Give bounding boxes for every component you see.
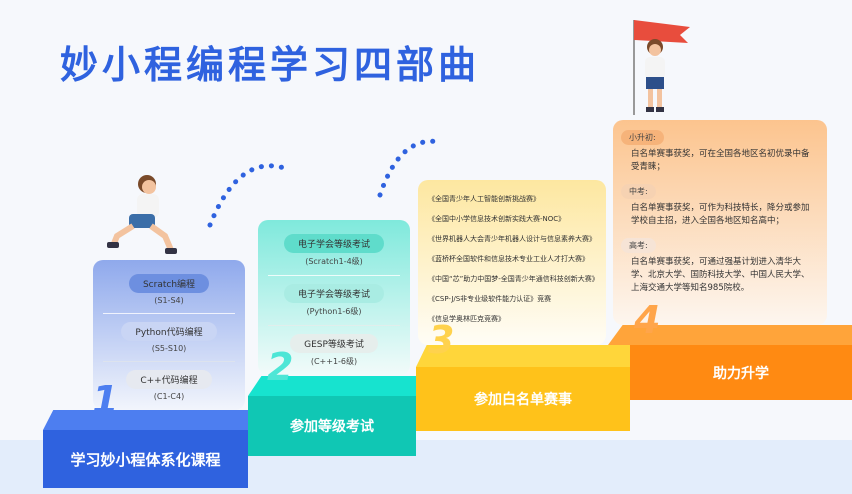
step-1-label: 学习妙小程体系化课程 xyxy=(43,430,248,488)
exam-range: (Scratch1-4级) xyxy=(305,257,363,266)
course-pill: C++代码编程 xyxy=(126,370,212,389)
competition-item: 《全国中小学信息技术创新实践大赛-NOC》 xyxy=(428,215,566,223)
exam-range: (C++1-6级) xyxy=(310,357,358,366)
step-3-card: 《全国青少年人工智能创新挑战赛》 《全国中小学信息技术创新实践大赛-NOC》 《… xyxy=(418,180,606,345)
step-3-label: 参加白名单赛事 xyxy=(416,367,630,431)
competition-item: 《信息学奥林匹克竞赛》 xyxy=(428,315,505,323)
step-4-number: 4 xyxy=(634,298,661,342)
course-range: (S1-S4) xyxy=(154,296,184,305)
step-3-number: 3 xyxy=(428,318,455,362)
step-4-top xyxy=(608,325,852,345)
dotted-arc-decoration xyxy=(207,138,440,228)
stage-text: 白名单赛事获奖，可通过强基计划进入清华大学、北京大学、国防科技大学、中国人民大学… xyxy=(631,257,810,293)
step-4-label: 助力升学 xyxy=(630,345,852,400)
exam-pill: 电子学会等级考试 xyxy=(283,234,384,253)
competition-item: 《蓝桥杯全国软件和信息技术专业工业人才打大赛》 xyxy=(428,255,589,263)
step-2-top xyxy=(248,376,416,396)
step-2-label: 参加等级考试 xyxy=(248,396,416,456)
step-2-card: 电子学会等级考试 (Scratch1-4级) 电子学会等级考试 (Python1… xyxy=(258,220,410,375)
running-kid-illustration xyxy=(107,175,177,254)
competition-item: 《全国青少年人工智能创新挑战赛》 xyxy=(428,195,540,203)
step-1-number: 1 xyxy=(92,378,119,422)
stage-label: 小升初: xyxy=(621,130,664,145)
stage-label: 高考: xyxy=(621,238,656,253)
flag-kid-illustration xyxy=(633,20,690,115)
stage-text: 白名单赛事获奖，可作为科技特长，降分或参加学校自主招，进入全国各地区知名高中； xyxy=(631,203,810,226)
competition-item: 《中国“芯”助力中国梦-全国青少年通信科技创新大赛》 xyxy=(428,275,599,283)
competition-item: 《世界机器人大会青少年机器人设计与信息素养大赛》 xyxy=(428,235,596,243)
course-range: (C1-C4) xyxy=(153,392,185,401)
page-title: 妙小程编程学习四部曲 xyxy=(60,43,481,87)
stage-text: 白名单赛事获奖，可在全国各地区名初优录中备受青睐； xyxy=(631,149,810,172)
step-2-number: 2 xyxy=(267,345,294,389)
exam-pill: GESP等级考试 xyxy=(290,334,378,353)
step-4-card: 小升初: 白名单赛事获奖，可在全国各地区名初优录中备受青睐； 中考: 白名单赛事… xyxy=(613,120,827,325)
competition-item: 《CSP-J/S非专业级软件能力认证》竞赛 xyxy=(428,295,552,303)
course-pill: Scratch编程 xyxy=(128,274,210,293)
course-pill: Python代码编程 xyxy=(121,322,217,341)
step-3-top xyxy=(416,345,630,367)
exam-pill: 电子学会等级考试 xyxy=(283,284,384,303)
step-1-top xyxy=(43,410,248,430)
stage-label: 中考: xyxy=(621,184,656,199)
exam-range: (Python1-6级) xyxy=(306,307,362,316)
step-1-card: Scratch编程 (S1-S4) Python代码编程 (S5-S10) C+… xyxy=(93,260,245,410)
course-range: (S5-S10) xyxy=(151,344,187,353)
